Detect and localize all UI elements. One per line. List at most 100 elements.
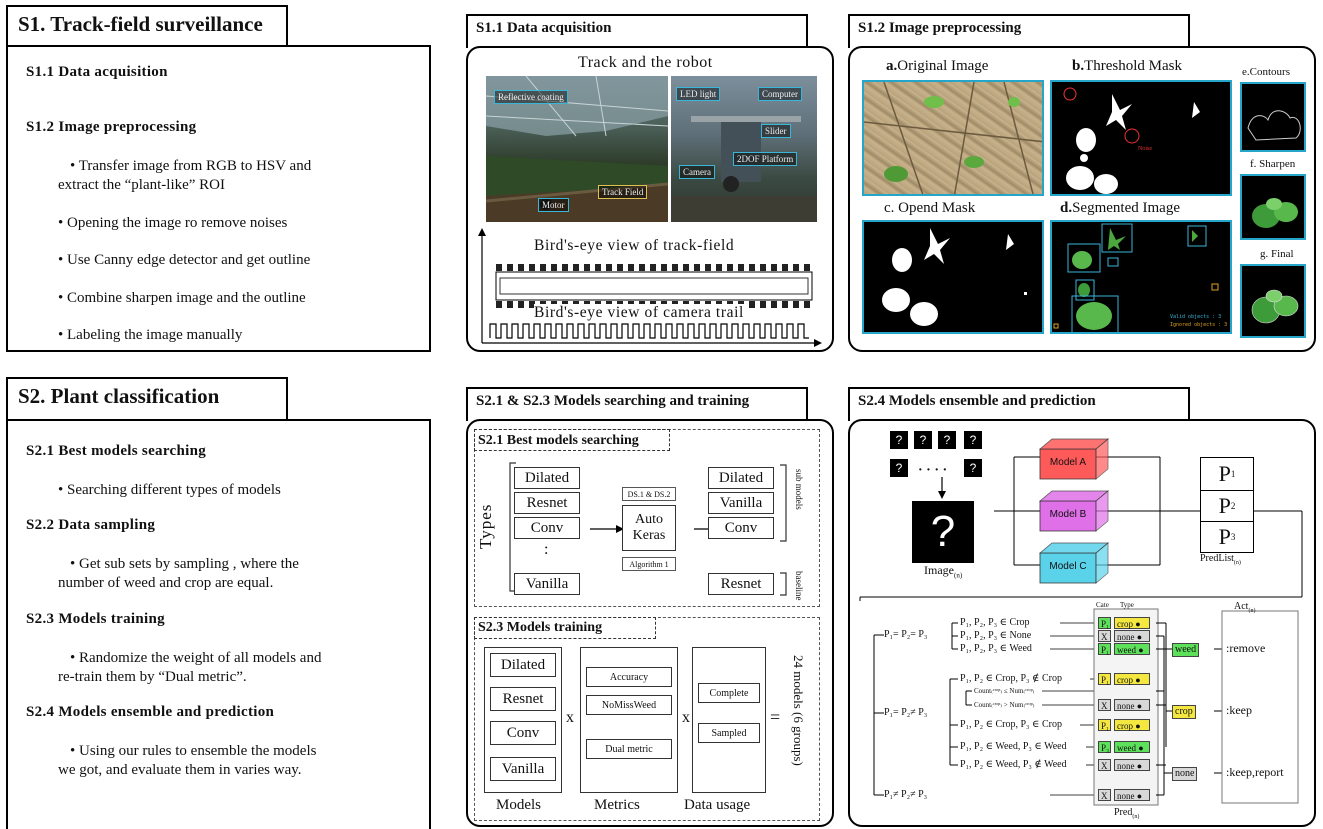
cate-tag: X bbox=[1098, 699, 1111, 711]
label-d: d.Segmented Image bbox=[1060, 200, 1180, 216]
track-tick bbox=[760, 301, 766, 308]
col-metrics: Metrics bbox=[594, 797, 640, 813]
track-tick bbox=[507, 301, 513, 308]
cate-tag: P₁ bbox=[1098, 673, 1111, 685]
search-right-dilated: Dilated bbox=[708, 467, 774, 489]
rule-2: P₁, P₂, P₃ ∈ None bbox=[960, 630, 1032, 641]
final-plants bbox=[1251, 289, 1299, 324]
search-left-dilated: Dilated bbox=[514, 467, 580, 489]
label-computer: Computer bbox=[758, 87, 802, 101]
sub-models-label: sub models bbox=[794, 469, 804, 510]
s1-title: S1. Track-field surveillance bbox=[18, 12, 263, 36]
sharpen-plants bbox=[1252, 198, 1298, 228]
rule-7: P₁, P₂ ∈ Weed, P₃ ∉ Weed bbox=[960, 759, 1067, 770]
track-tick bbox=[529, 301, 535, 308]
autokeras-box: Auto Keras bbox=[622, 505, 676, 551]
out-none-tag: none bbox=[1172, 767, 1198, 781]
s2-b2a: • Get sub sets by sampling , where the bbox=[70, 556, 299, 572]
model-label: Model B bbox=[1049, 509, 1087, 520]
action-remove: :remove bbox=[1226, 641, 1266, 655]
image-n: ? bbox=[912, 501, 974, 563]
track-tick bbox=[760, 264, 766, 271]
s24-panel: ?????? · · · · ? Image(n) Model A Model … bbox=[848, 419, 1316, 827]
label-led-light: LED light bbox=[676, 87, 721, 101]
metric-nomissweed: NoMissWeed bbox=[586, 695, 672, 715]
track-tick bbox=[804, 301, 810, 308]
train-conv: Conv bbox=[490, 721, 556, 745]
metric-accuracy: Accuracy bbox=[586, 667, 672, 687]
type-tag: weed ● bbox=[1114, 741, 1150, 753]
cond-equal: P₁= P₂= P₃ bbox=[884, 629, 928, 640]
noise-label: Noise bbox=[1138, 146, 1152, 152]
rule-count-gt: Count₍ᶜʳᵒᵖ₎ > Num₍ᶜʳᵒᵖ₎ bbox=[974, 701, 1035, 709]
track-tick bbox=[496, 301, 502, 308]
ensemble-connectors bbox=[994, 456, 1200, 566]
cube-shape bbox=[1038, 438, 1110, 480]
track-tick bbox=[507, 264, 513, 271]
s24-tab-label: S2.4 Models ensemble and prediction bbox=[858, 393, 1096, 409]
train-dilated: Dilated bbox=[490, 653, 556, 677]
col-usage: Data usage bbox=[684, 797, 751, 813]
equals-sign: = bbox=[770, 707, 781, 727]
cube-shape bbox=[1038, 542, 1110, 584]
rule-3: P₁, P₂, P₃ ∈ Weed bbox=[960, 643, 1032, 654]
search-left-conv: Conv bbox=[514, 517, 580, 539]
s213-tab-label: S2.1 & S2.3 Models searching and trainin… bbox=[476, 393, 750, 409]
predlist-to-rules bbox=[1254, 510, 1303, 597]
label-a: a.Original Image bbox=[886, 58, 989, 74]
robot-illustration bbox=[671, 116, 817, 222]
rule-4: P₁, P₂ ∈ Crop, P₃ ∉ Crop bbox=[960, 673, 1062, 684]
s2-title-tab: S2. Plant classification bbox=[6, 377, 288, 421]
type-tag: none ● bbox=[1114, 759, 1150, 771]
type-tag: crop ● bbox=[1114, 617, 1150, 629]
track-tick bbox=[639, 264, 645, 271]
s2-b1: • Searching different types of models bbox=[58, 482, 281, 498]
cate-tag: X bbox=[1098, 630, 1111, 642]
s11-photo-title: Track and the robot bbox=[578, 54, 713, 71]
types-bracket bbox=[509, 462, 516, 592]
models-column bbox=[484, 647, 562, 793]
times-2: x bbox=[682, 709, 690, 726]
s1-bullet-4: • Combine sharpen image and the outline bbox=[58, 290, 306, 306]
action-keep-report: :keep,report bbox=[1226, 765, 1284, 779]
greenhouse-photo bbox=[486, 76, 668, 222]
submodel-brackets bbox=[780, 464, 787, 596]
cate-header: Cate bbox=[1096, 601, 1109, 609]
ignored-objects: Ignored objects : 3 bbox=[1170, 322, 1228, 328]
search-right-resnet: Resnet bbox=[708, 573, 774, 595]
rule-1: P₁, P₂, P₃ ∈ Crop bbox=[960, 617, 1030, 628]
track-tick bbox=[727, 264, 733, 271]
opened-mask bbox=[862, 220, 1044, 334]
track-tick bbox=[672, 264, 678, 271]
s12-tab-label: S1.2 Image preprocessing bbox=[858, 20, 1022, 36]
type-tag: crop ● bbox=[1114, 719, 1150, 731]
input-image-thumb: ? bbox=[964, 431, 982, 449]
track-tick bbox=[716, 264, 722, 271]
track-ticks-top bbox=[496, 264, 810, 271]
label-b: b.Threshold Mask bbox=[1072, 58, 1182, 74]
s2-panel: S2.1 Best models searching • Searching d… bbox=[6, 419, 431, 829]
model-label: Model A bbox=[1049, 457, 1087, 468]
search-title-box bbox=[474, 429, 670, 451]
s11-tab-label: S1.1 Data acquisition bbox=[476, 20, 612, 36]
original-plants bbox=[864, 82, 1042, 194]
search-title: S2.1 Best models searching bbox=[478, 433, 639, 448]
type-header: Type bbox=[1120, 601, 1134, 609]
s2-b3a: • Randomize the weight of all models and bbox=[70, 650, 322, 666]
greenhouse-illustration bbox=[486, 76, 668, 222]
track-tick bbox=[782, 301, 788, 308]
out-crop-tag: crop bbox=[1172, 705, 1196, 719]
act-header: Act(n) bbox=[1234, 601, 1256, 614]
autokeras-line2: Keras bbox=[632, 528, 666, 543]
autokeras-line1: Auto bbox=[635, 512, 663, 527]
input-image-thumb: ? bbox=[964, 459, 982, 477]
final-image bbox=[1240, 264, 1306, 338]
dots: · · · · bbox=[918, 463, 948, 478]
s2-b4b: we got, and evaluate them in varies way. bbox=[58, 762, 302, 778]
track-tick bbox=[782, 264, 788, 271]
s1-bullet-5: • Labeling the image manually bbox=[58, 327, 243, 343]
metrics-column bbox=[580, 647, 678, 793]
down-arrow bbox=[938, 477, 946, 499]
image-n-label: Image(n) bbox=[924, 563, 963, 580]
